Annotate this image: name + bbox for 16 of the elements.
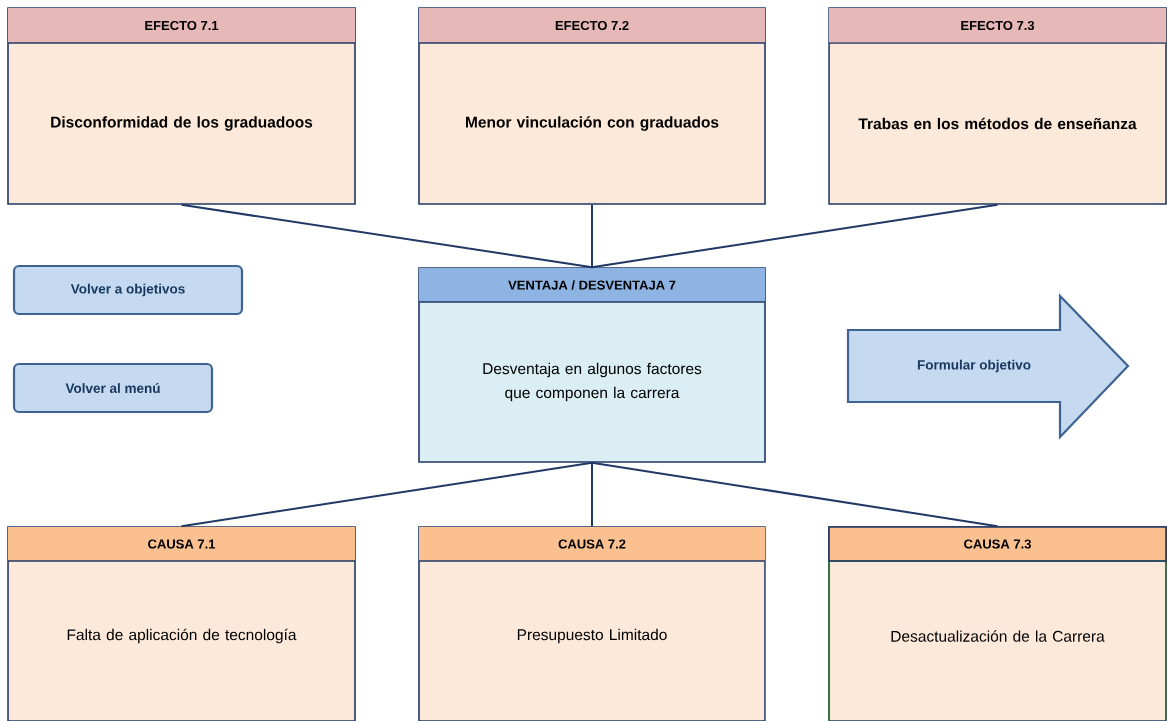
connector-line [591, 203, 593, 269]
connector-line [591, 461, 999, 528]
connector-line [180, 203, 593, 269]
effect-box: EFECTO 7.1 Disconformidad de los graduadoos [7, 7, 356, 205]
cause-box: CAUSA 7.2 Presupuesto Limitado [418, 526, 766, 721]
cause-box: CAUSA 7.1 Falta de aplicación de tecnología [7, 526, 356, 721]
navigation-button: Volver al menú [12, 362, 214, 414]
connector-line [591, 203, 999, 269]
effect-box: EFECTO 7.3 Trabas en los métodos de enseñanza [828, 7, 1167, 205]
connector-line [591, 461, 593, 528]
cause-box: CAUSA 7.3 Desactualización de la Carrera [828, 526, 1167, 721]
problem-box: VENTAJA / DESVENTAJA 7 Desventaja en algunos factores que componen la carrera [418, 267, 766, 463]
connector-line [180, 461, 593, 528]
navigation-button: Volver a objetivos [12, 264, 244, 316]
arrow-button: Formular objetivo [846, 293, 1130, 440]
effect-box: EFECTO 7.2 Menor vinculación con graduados [418, 7, 766, 205]
